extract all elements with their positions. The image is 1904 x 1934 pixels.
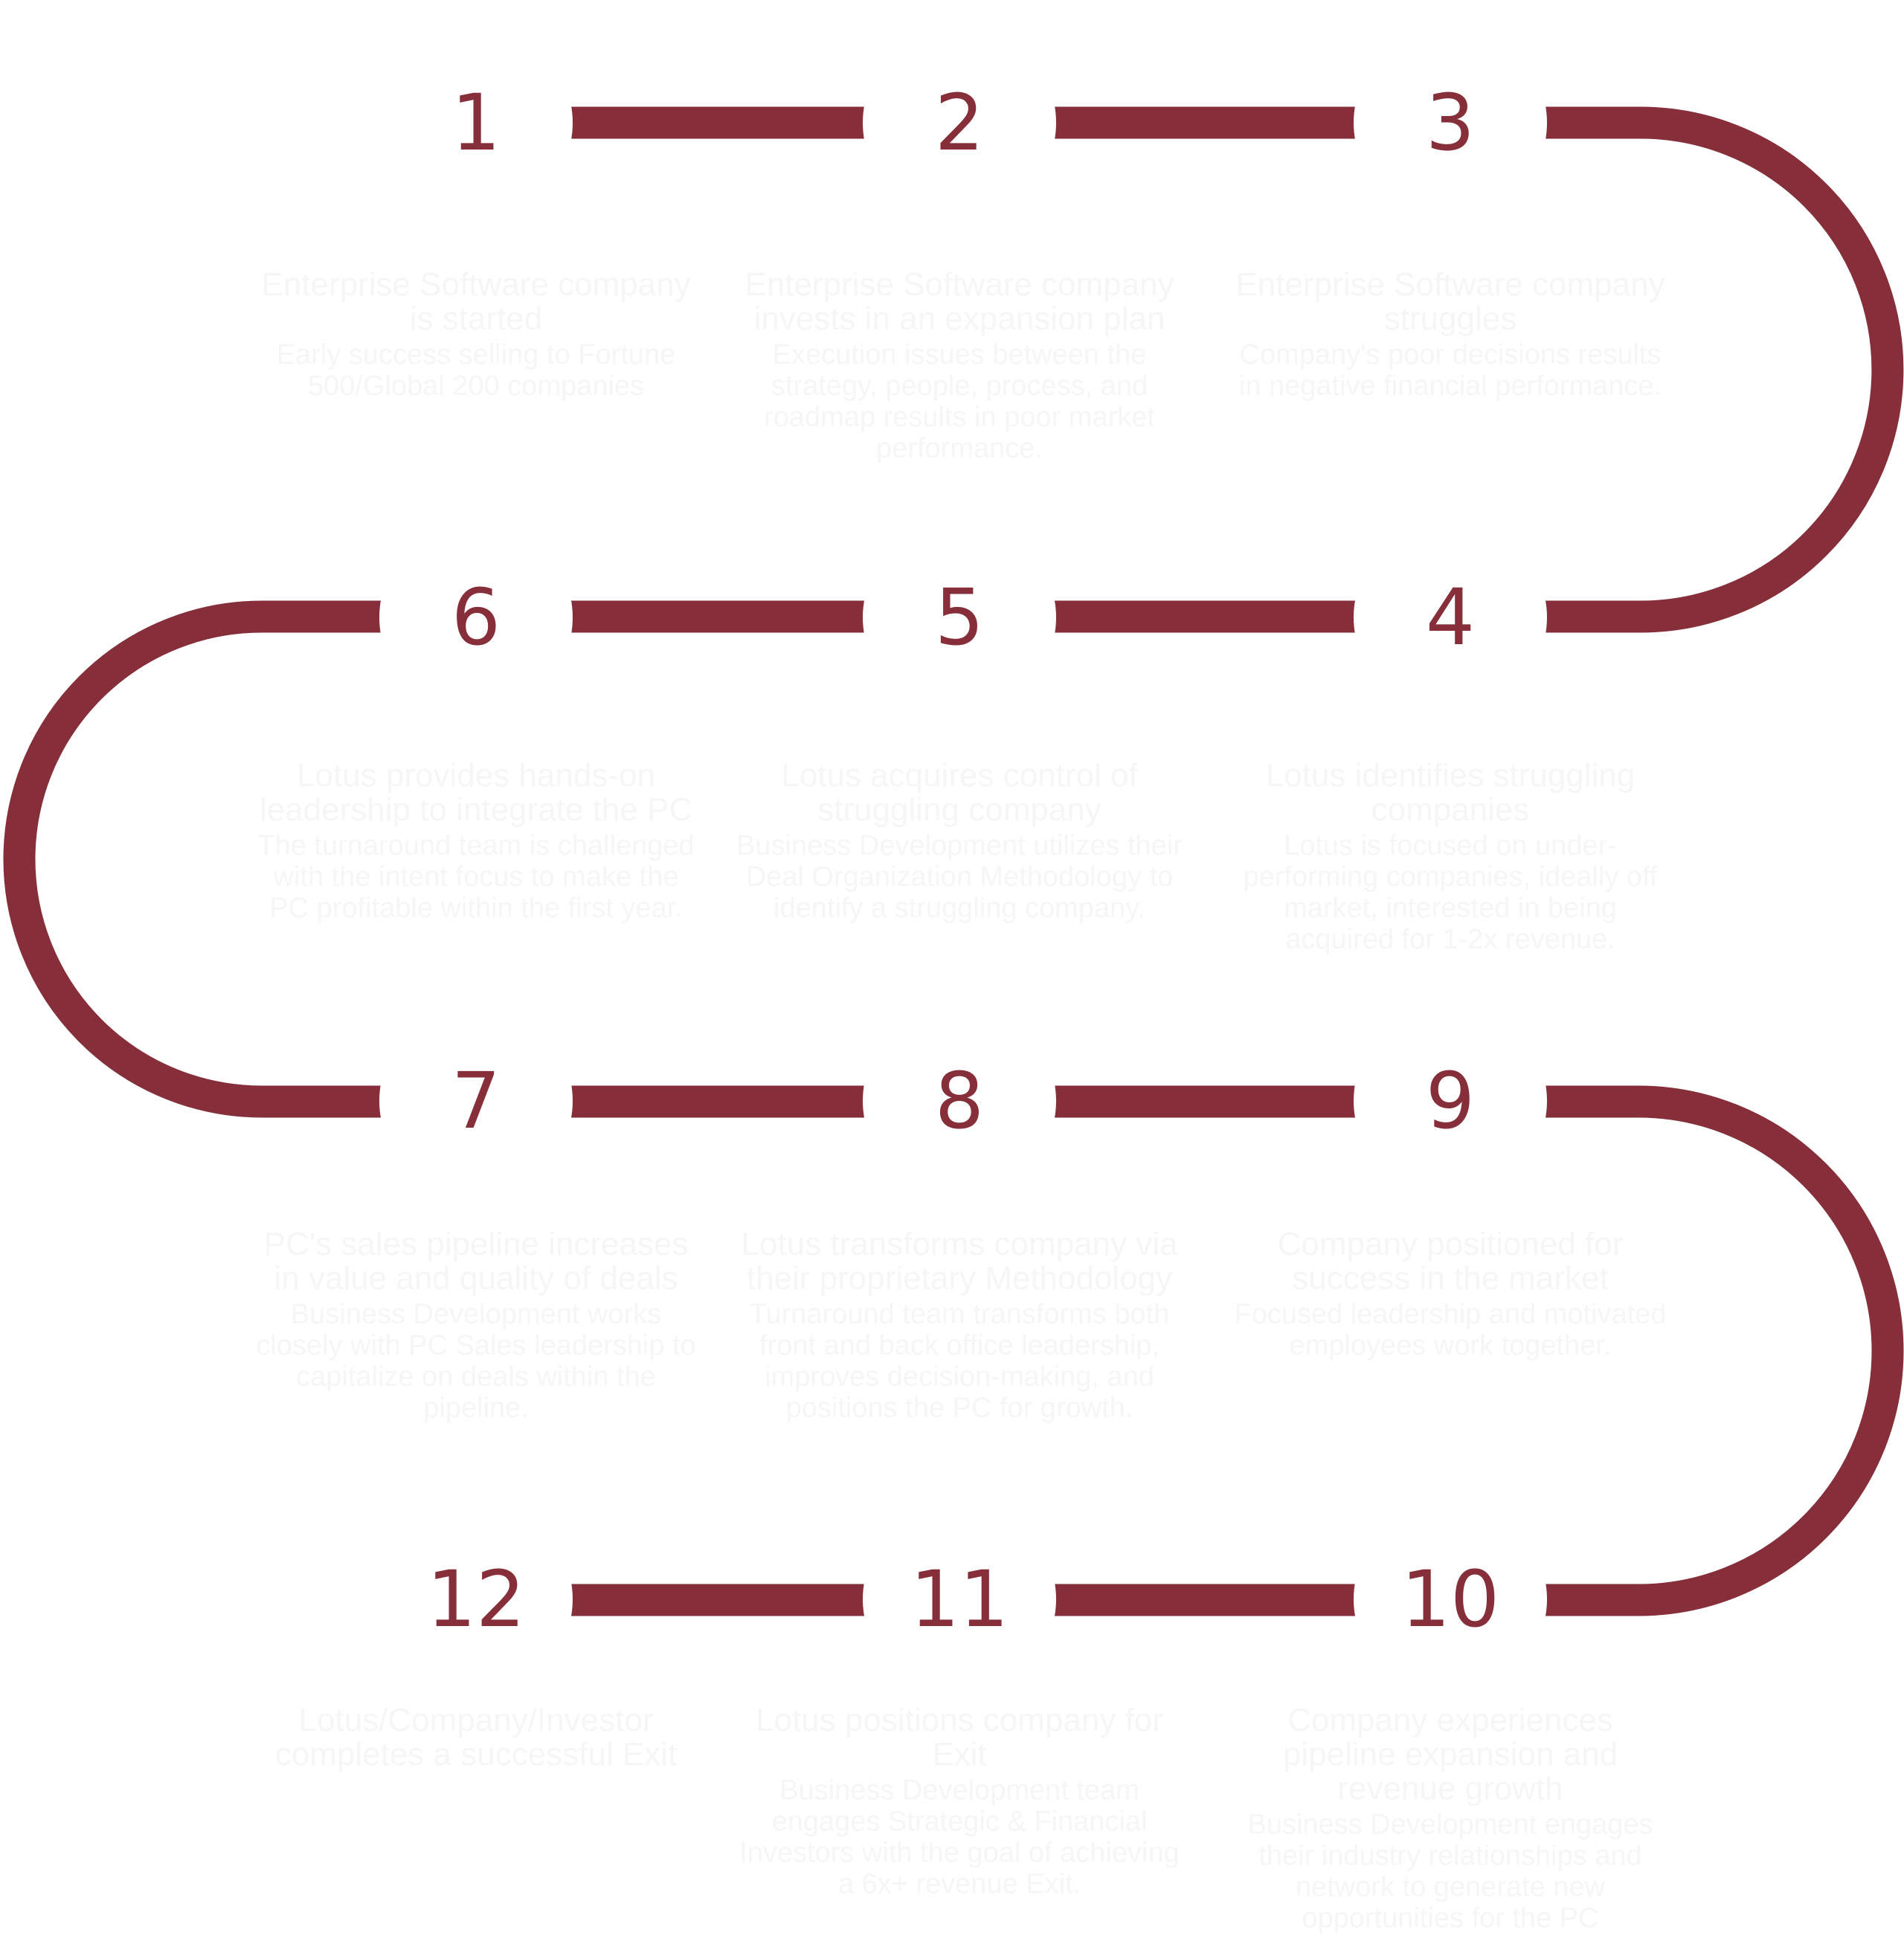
step-number-circle: 8 — [863, 1004, 1056, 1198]
step-number-circle: 9 — [1354, 1004, 1547, 1198]
step-description: Lotus is focused on under-performing com… — [1243, 830, 1658, 955]
step-description: Execution issues between the strategy, p… — [764, 339, 1155, 464]
step-title: Lotus identifies struggling companies — [1265, 757, 1636, 828]
step-number-circle: 7 — [379, 1004, 573, 1198]
step-text: Enterprise Software company invests in a… — [736, 266, 1183, 465]
step-number-circle: 11 — [863, 1503, 1056, 1696]
step-title: Lotus acquires control of struggling com… — [781, 757, 1138, 828]
step-title: Enterprise Software company is started — [261, 266, 691, 337]
step-number-circle: 1 — [379, 26, 573, 219]
step-title: Company experiences pipeline expansion a… — [1282, 1702, 1618, 1807]
step-text: PC's sales pipeline increases in value a… — [253, 1227, 699, 1424]
step-description: Business Development engages their indus… — [1247, 1809, 1653, 1934]
step-description: Business Development utilizes their Deal… — [736, 830, 1183, 924]
step-text: Lotus/Company/Investor completes a succe… — [253, 1703, 699, 1775]
step-description: Turnaround team transforms both front an… — [749, 1299, 1170, 1424]
step-title: Lotus provides hands-on leadership to in… — [259, 757, 693, 828]
step-text: Company experiences pipeline expansion a… — [1227, 1703, 1673, 1934]
step-title: Lotus/Company/Investor completes a succe… — [274, 1702, 678, 1773]
step-title: PC's sales pipeline increases in value a… — [263, 1226, 689, 1297]
step-title: Enterprise Software company struggles — [1235, 266, 1665, 337]
step-text: Company positioned for success in the ma… — [1227, 1226, 1673, 1362]
step-text: Lotus provides hands-on leadership to in… — [253, 757, 699, 925]
step-text: Lotus acquires control of struggling com… — [736, 757, 1183, 925]
step-description: Focused leadership and motivated employe… — [1234, 1299, 1667, 1361]
step-number-circle: 2 — [863, 26, 1056, 219]
step-description: Business Development works closely with … — [256, 1299, 696, 1424]
step-number-circle: 12 — [379, 1503, 573, 1696]
step-description: Business Development team engages Strate… — [739, 1775, 1180, 1900]
step-number-circle: 3 — [1354, 26, 1547, 219]
step-title: Enterprise Software company invests in a… — [744, 266, 1174, 337]
timeline-path — [3, 106, 1904, 1616]
step-number-circle: 4 — [1354, 521, 1547, 714]
step-text: Lotus transforms company via their propr… — [736, 1227, 1183, 1424]
step-number-circle: 10 — [1354, 1503, 1547, 1696]
step-description: Company's poor decisions results in nega… — [1238, 339, 1662, 402]
step-number-circle: 6 — [379, 521, 573, 714]
serpentine-connector — [3, 106, 1904, 1616]
step-title: Lotus positions company for Exit — [756, 1702, 1163, 1773]
step-description: The turnaround team is challenged with t… — [257, 830, 695, 924]
step-description: Early success selling to Fortune 500/Glo… — [276, 339, 676, 402]
step-title: Lotus transforms company via their propr… — [741, 1226, 1178, 1297]
step-number-circle: 5 — [863, 521, 1056, 714]
step-title: Company positioned for success in the ma… — [1277, 1226, 1624, 1297]
